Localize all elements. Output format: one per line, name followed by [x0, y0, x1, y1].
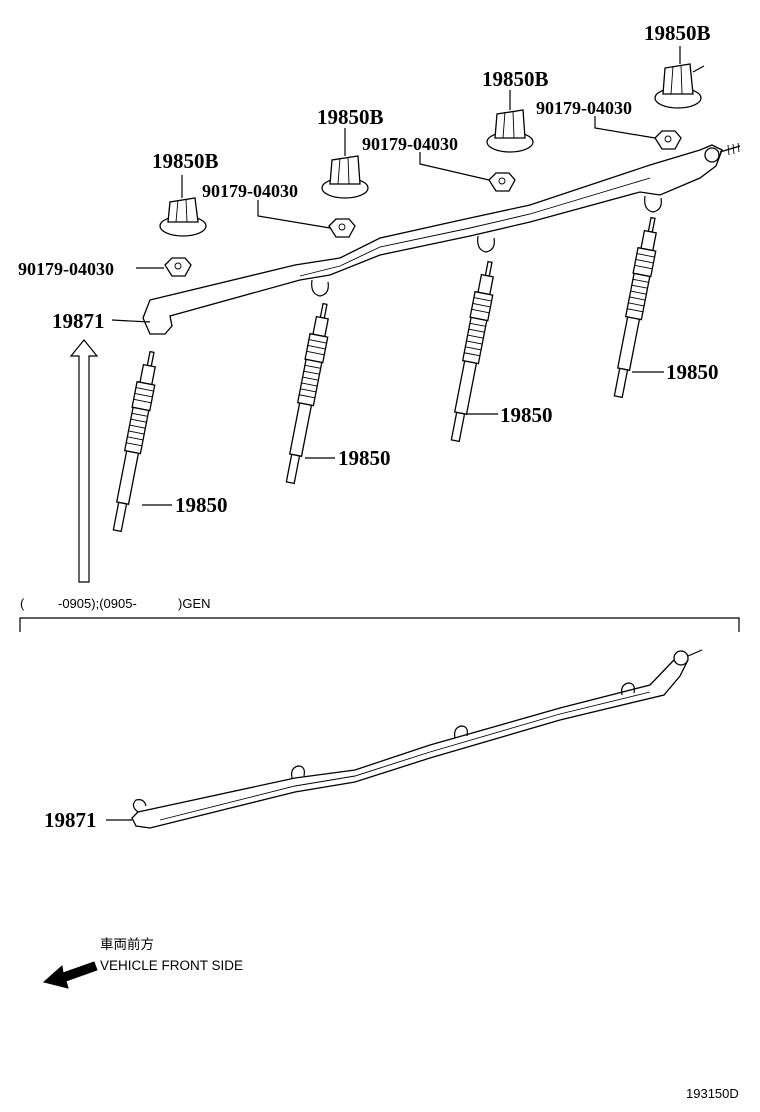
- figure-id: 193150D: [686, 1086, 739, 1101]
- label-cap-4: 19850B: [644, 21, 711, 45]
- label-plug-4: 19850: [666, 360, 719, 384]
- cap-19850b-2: [321, 155, 369, 199]
- glow-plug-2: [285, 302, 329, 485]
- label-nut-3: 90179-04030: [536, 98, 632, 118]
- nut-4: [654, 130, 682, 150]
- bar-hook: [621, 682, 635, 696]
- upper-bus-bar: [142, 142, 741, 335]
- note-last: )GEN: [178, 596, 211, 611]
- glow-plug-1: [112, 350, 156, 533]
- label-plug-2: 19850: [338, 446, 391, 470]
- label-plug-1: 19850: [175, 493, 228, 517]
- label-cap-3: 19850B: [482, 67, 549, 91]
- bar-hook: [454, 725, 468, 739]
- lower-bus-bar: [131, 649, 703, 829]
- section-bracket: [19, 617, 740, 632]
- cap-19850b-4: [654, 63, 705, 109]
- front-arrow: [42, 961, 98, 989]
- note-first: -0905);(0905-: [58, 596, 137, 611]
- label-nut-2: 90179-04030: [362, 134, 458, 154]
- glow-plug-4: [613, 216, 657, 399]
- bar-hook: [291, 765, 305, 779]
- cap-19850b-3: [486, 109, 534, 153]
- cap-19850b-1: [159, 197, 207, 237]
- label-bar-upper: 19871: [52, 309, 105, 333]
- label-cap-2: 19850B: [317, 105, 384, 129]
- bar-hook: [311, 279, 329, 297]
- glow-plug-3: [450, 260, 494, 443]
- label-nut-1: 90179-04030: [202, 181, 298, 201]
- nut-1: [164, 257, 192, 277]
- label-nut-4: 90179-04030: [18, 259, 114, 279]
- label-cap-1: 19850B: [152, 149, 219, 173]
- terminal-ring: [704, 147, 720, 163]
- nut-3: [488, 172, 516, 192]
- direction-english: VEHICLE FRONT SIDE: [100, 958, 243, 973]
- bar-hook: [644, 195, 662, 213]
- direction-japanese: 車両前方: [100, 936, 154, 952]
- up-arrow: [69, 339, 99, 583]
- bar-hook: [477, 235, 495, 253]
- label-bar-lower: 19871: [44, 808, 97, 832]
- leader-lines: [111, 46, 681, 506]
- label-plug-3: 19850: [500, 403, 553, 427]
- nut-2: [328, 218, 356, 238]
- note-open: (: [20, 596, 25, 611]
